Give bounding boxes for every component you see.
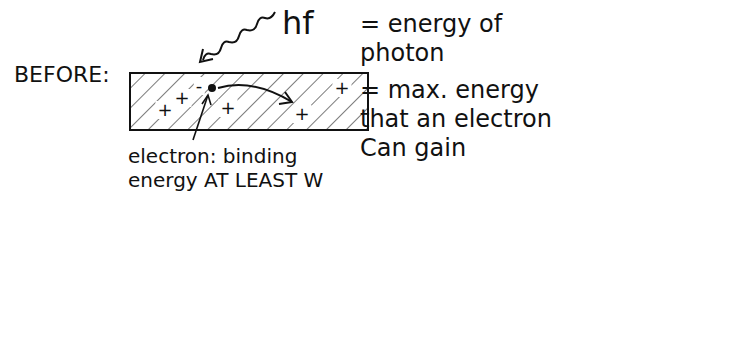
photon-note: = energy of photon [360, 10, 520, 68]
electron-dot [208, 84, 216, 92]
photon-symbol: hf [282, 4, 314, 42]
energy-note: = max. energy that an electron Can gain [360, 76, 565, 162]
charge-sign: - [194, 77, 205, 95]
leader-line [193, 95, 208, 140]
charge-sign: + [218, 99, 237, 117]
stage-heading: BEFORE: [14, 62, 110, 88]
photon-arrowhead [200, 49, 213, 62]
charge-sign: + [292, 105, 311, 123]
leader-arrowhead [202, 95, 211, 105]
photon-wave [203, 12, 275, 60]
metal-slab [130, 73, 368, 130]
electron-arrowhead [279, 92, 292, 104]
electron-note: electron: binding energy AT LEAST W [128, 144, 333, 192]
charge-sign: + [172, 89, 191, 107]
charge-sign: + [332, 79, 351, 97]
